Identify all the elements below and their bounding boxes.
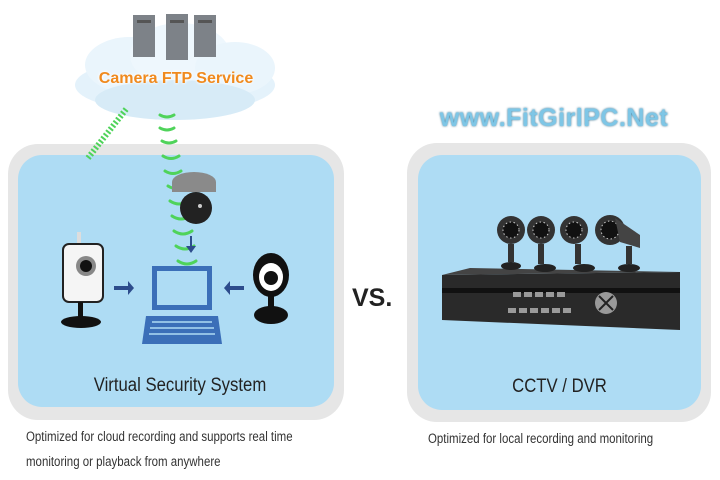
right-panel-caption: Optimized for local recording and monito… bbox=[428, 431, 654, 446]
arrow-right-icon bbox=[114, 281, 134, 295]
server-icons bbox=[133, 14, 216, 60]
arrow-left-icon bbox=[224, 281, 244, 295]
cctv-cameras-icon bbox=[497, 215, 640, 272]
left-caption-line-2: monitoring or playback from anywhere bbox=[26, 454, 221, 469]
dvr-recorder-icon bbox=[442, 268, 680, 330]
watermark-text: www.FitGirlPC.Net bbox=[439, 104, 669, 132]
arrow-down-icon bbox=[186, 236, 196, 253]
left-panel-title: Virtual Security System bbox=[93, 375, 267, 396]
signal-waves-icon bbox=[85, 106, 130, 160]
webcam-icon bbox=[253, 253, 289, 324]
laptop-icon bbox=[142, 266, 222, 344]
versus-label: VS. bbox=[352, 284, 393, 312]
dome-camera-icon bbox=[172, 172, 216, 224]
ip-camera-icon bbox=[61, 232, 104, 328]
left-caption-line-1: Optimized for cloud recording and suppor… bbox=[26, 429, 293, 444]
left-panel-caption: Optimized for cloud recording and suppor… bbox=[26, 424, 293, 474]
cloud-service-label: Camera FTP Service bbox=[98, 70, 254, 87]
right-panel-title: CCTV / DVR bbox=[512, 376, 607, 397]
